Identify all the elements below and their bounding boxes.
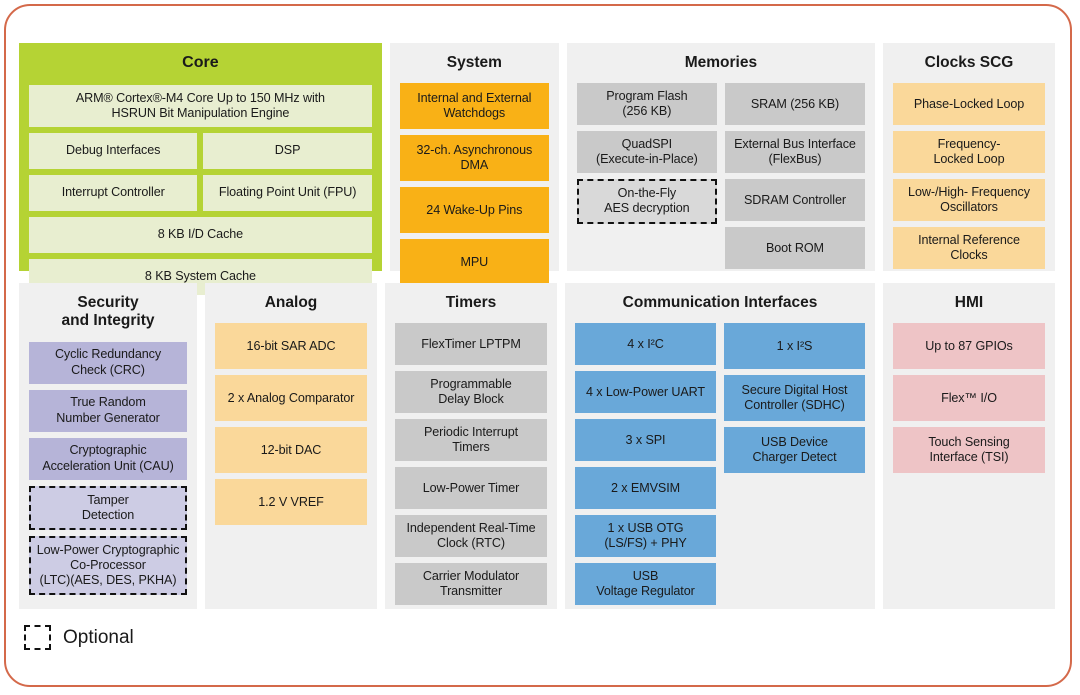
- block-analog-0[interactable]: 16-bit SAR ADC: [215, 323, 367, 370]
- block-communication-interfaces-8[interactable]: USB Device Charger Detect: [724, 427, 865, 474]
- panel-title-hmi: HMI: [954, 294, 984, 311]
- block-communication-interfaces-2[interactable]: 3 x SPI: [575, 419, 716, 462]
- block-memories-0[interactable]: Program Flash (256 KB): [576, 83, 717, 126]
- block-communication-interfaces-7[interactable]: Secure Digital Host Controller (SDHC): [724, 375, 865, 422]
- panel-title-analog: Analog: [264, 294, 318, 311]
- block-timers-2[interactable]: Periodic Interrupt Timers: [395, 419, 547, 462]
- block-timers-4[interactable]: Independent Real-Time Clock (RTC): [395, 515, 547, 558]
- panel-title-timers: Timers: [445, 294, 497, 311]
- panel-title-system: System: [446, 54, 502, 71]
- panel-analog: Analog 16-bit SAR ADC 2 x Analog Comparato…: [205, 283, 377, 609]
- block-communication-interfaces-4[interactable]: 1 x USB OTG (LS/FS) + PHY: [575, 515, 716, 558]
- block-hmi-2[interactable]: Touch Sensing Interface (TSI): [893, 427, 1045, 474]
- block-column: SRAM (256 KB) External Bus Interface (Fle…: [724, 83, 865, 270]
- block-system-1[interactable]: 32-ch. Asynchronous DMA: [399, 135, 549, 182]
- panel-title-security-and-integrity: Security and Integrity: [61, 294, 155, 330]
- panel-title-memories: Memories: [684, 54, 758, 71]
- core-block-row: 8 KB I/D Cache: [29, 216, 372, 253]
- block-system-0[interactable]: Internal and External Watchdogs: [399, 83, 549, 130]
- block-communication-interfaces-6[interactable]: 1 x I²S: [724, 323, 865, 370]
- block-clocks-scg-0[interactable]: Phase-Locked Loop: [892, 83, 1045, 126]
- block-analog-3[interactable]: 1.2 V VREF: [215, 479, 367, 526]
- blocks-memories: Program Flash (256 KB) QuadSPI (Execute-i…: [576, 83, 865, 270]
- block-memories-2[interactable]: On-the-Fly AES decryption: [576, 179, 717, 224]
- block-column: 1 x I²S Secure Digital Host Controller (S…: [724, 323, 865, 605]
- dashed-rectangle-icon: [24, 625, 51, 650]
- block-core-5[interactable]: 8 KB I/D Cache: [29, 216, 372, 253]
- block-system-2[interactable]: 24 Wake-Up Pins: [399, 187, 549, 234]
- block-system-3[interactable]: MPU: [399, 239, 549, 286]
- block-timers-3[interactable]: Low-Power Timer: [395, 467, 547, 510]
- block-timers-1[interactable]: Programmable Delay Block: [395, 371, 547, 414]
- block-security-and-integrity-0[interactable]: Cyclic Redundancy Check (CRC): [29, 341, 187, 384]
- core-block-row: ARM® Cortex®-M4 Core Up to 150 MHz with …: [29, 84, 372, 127]
- block-communication-interfaces-3[interactable]: 2 x EMVSIM: [575, 467, 716, 510]
- block-clocks-scg-2[interactable]: Low-/High- Frequency Oscillators: [892, 179, 1045, 222]
- panel-title-core: Core: [182, 54, 219, 71]
- block-communication-interfaces-5[interactable]: USB Voltage Regulator: [575, 563, 716, 606]
- blocks-analog: 16-bit SAR ADC 2 x Analog Comparator 12-bi…: [215, 323, 367, 526]
- block-core-2[interactable]: DSP: [203, 132, 372, 169]
- panel-title-communication-interfaces: Communication Interfaces: [622, 294, 818, 311]
- block-communication-interfaces-1[interactable]: 4 x Low-Power UART: [575, 371, 716, 414]
- blocks-communication-interfaces: 4 x I²C 4 x Low-Power UART 3 x SPI 2 x EMVS…: [575, 323, 865, 606]
- block-memories-6[interactable]: Boot ROM: [724, 227, 865, 270]
- block-core-0[interactable]: ARM® Cortex®-M4 Core Up to 150 MHz with …: [29, 84, 372, 127]
- block-security-and-integrity-3[interactable]: Tamper Detection: [29, 485, 187, 530]
- legend: Optional: [24, 625, 134, 650]
- block-analog-1[interactable]: 2 x Analog Comparator: [215, 375, 367, 422]
- block-core-1[interactable]: Debug Interfaces: [29, 132, 198, 169]
- block-clocks-scg-1[interactable]: Frequency- Locked Loop: [892, 131, 1045, 174]
- block-security-and-integrity-2[interactable]: Cryptographic Acceleration Unit (CAU): [29, 437, 187, 480]
- block-hmi-1[interactable]: Flex™ I/O: [893, 375, 1045, 422]
- block-analog-2[interactable]: 12-bit DAC: [215, 427, 367, 474]
- block-security-and-integrity-4[interactable]: Low-Power Cryptographic Co-Processor (LT…: [29, 535, 187, 596]
- block-timers-5[interactable]: Carrier Modulator Transmitter: [395, 563, 547, 606]
- blocks-system: Internal and External Watchdogs 32-ch. As…: [399, 83, 549, 286]
- block-memories-4[interactable]: External Bus Interface (FlexBus): [724, 131, 865, 174]
- block-timers-0[interactable]: FlexTimer LPTPM: [395, 323, 547, 366]
- blocks-core: ARM® Cortex®-M4 Core Up to 150 MHz with …: [29, 84, 372, 295]
- block-communication-interfaces-0[interactable]: 4 x I²C: [575, 323, 716, 366]
- block-memories-5[interactable]: SDRAM Controller: [724, 179, 865, 222]
- block-memories-1[interactable]: QuadSPI (Execute-in-Place): [576, 131, 717, 174]
- blocks-security-and-integrity: Cyclic Redundancy Check (CRC) True Random…: [29, 341, 187, 596]
- block-hmi-0[interactable]: Up to 87 GPIOs: [893, 323, 1045, 370]
- panel-communication-interfaces: Communication Interfaces 4 x I²C 4 x Low-P…: [565, 283, 875, 609]
- legend-optional-label: Optional: [63, 626, 134, 648]
- block-core-4[interactable]: Floating Point Unit (FPU): [203, 174, 372, 211]
- block-column: 4 x I²C 4 x Low-Power UART 3 x SPI 2 x EMVS…: [575, 323, 716, 606]
- block-memories-3[interactable]: SRAM (256 KB): [724, 83, 865, 126]
- block-column: Program Flash (256 KB) QuadSPI (Execute-i…: [576, 83, 717, 269]
- block-core-3[interactable]: Interrupt Controller: [29, 174, 198, 211]
- block-clocks-scg-3[interactable]: Internal Reference Clocks: [892, 227, 1045, 270]
- block-security-and-integrity-1[interactable]: True Random Number Generator: [29, 389, 187, 432]
- panel-title-clocks-scg: Clocks SCG: [924, 54, 1014, 71]
